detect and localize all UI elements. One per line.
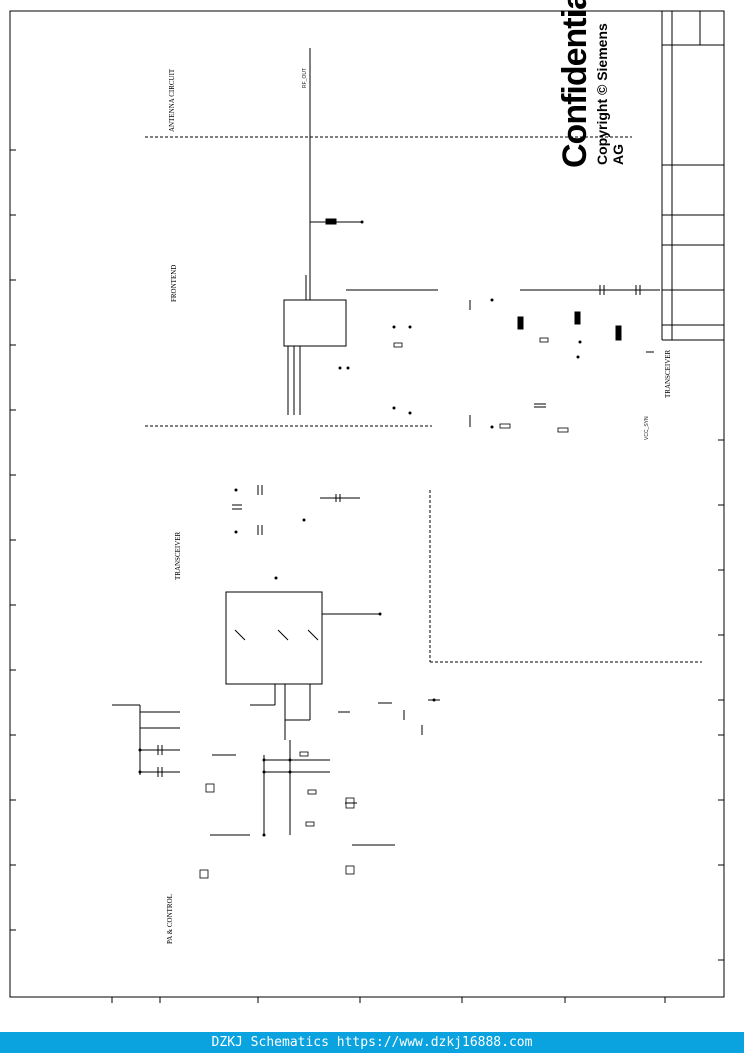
copyright-notice: Copyright © Siemens AG (594, 23, 626, 165)
bottom-ruler (111, 997, 666, 1003)
pa-control-label: PA & CONTROL (166, 894, 174, 944)
frontend-label: FRONTEND (170, 264, 178, 302)
title-block (661, 11, 724, 341)
footer-banner[interactable]: DZKJ Schematics https://www.dzkj16888.co… (0, 1032, 744, 1053)
left-ruler (10, 149, 16, 931)
sheet-frame (9, 10, 725, 998)
transceiver-left-label: TRANSCEIVER (174, 531, 182, 580)
transceiver-ic (225, 591, 323, 685)
vcc-syn-label: VCC_SYN (644, 416, 650, 440)
right-ruler (718, 439, 724, 961)
confidential-watermark: Confidential (556, 0, 594, 168)
transceiver-right-label: TRANSCEIVER (664, 349, 672, 398)
section-borders (145, 136, 702, 663)
junction-dots (138, 220, 582, 837)
rf-out-label: RF_OUT (302, 68, 308, 88)
frontend-ic (283, 299, 347, 347)
antenna-circuit-label: ANTENNA CIRCUIT (168, 68, 176, 132)
